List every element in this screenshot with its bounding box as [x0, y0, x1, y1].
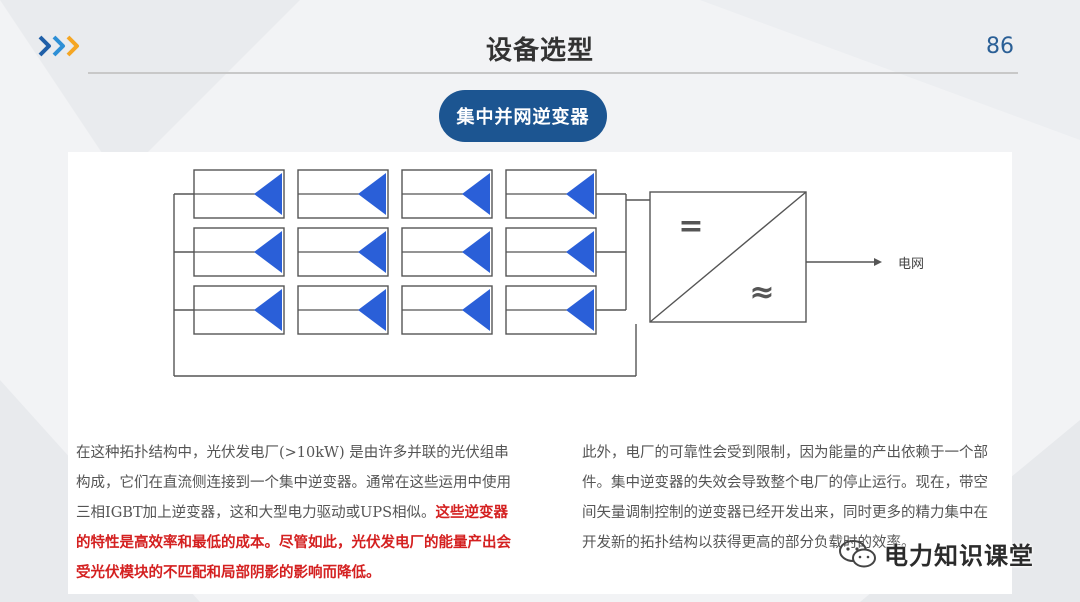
chevron-logo-icon: [38, 35, 79, 57]
dc-symbol: =: [678, 209, 703, 244]
section-label-pill: 集中并网逆变器: [439, 90, 607, 142]
pv-module: [401, 285, 493, 335]
right-paragraph: 此外，电厂的可靠性会受到限制，因为能量的产出依赖于一个部件。集中逆变器的失效会导…: [582, 445, 988, 551]
pv-cell-icon: [254, 289, 282, 331]
pv-cell-icon: [566, 231, 594, 273]
pv-cell-icon: [462, 173, 490, 215]
pv-module: [297, 169, 389, 219]
left-paragraph-highlight: 这些逆变器的特性是高效率和最低的成本。尽管如此，光伏发电厂的能量产出会受光伏模块…: [76, 504, 511, 581]
pv-cell-icon: [462, 289, 490, 331]
grid-label: 电网: [898, 257, 924, 272]
page-number: 86: [986, 34, 1014, 59]
pv-cell-icon: [358, 289, 386, 331]
watermark-text: 电力知识课堂: [884, 542, 1034, 570]
pv-cell-icon: [254, 173, 282, 215]
pv-module: [505, 227, 597, 277]
pv-module: [193, 285, 285, 335]
section-label: 集中并网逆变器: [456, 107, 590, 128]
content-card: = ≈ 电网 在这种拓扑结构中，光伏发电厂(>10kW) 是由许多并联的光伏组串…: [68, 152, 1012, 594]
wiring: [173, 193, 650, 377]
pv-cell-icon: [358, 231, 386, 273]
central-inverter-diagram: = ≈ 电网: [173, 169, 924, 377]
pv-module: [401, 227, 493, 277]
pv-module: [297, 227, 389, 277]
inverter-box: = ≈: [649, 191, 807, 323]
pv-cell-icon: [462, 231, 490, 273]
ac-symbol: ≈: [749, 275, 774, 310]
pv-module: [193, 227, 285, 277]
pv-cell-icon: [254, 231, 282, 273]
wechat-icon: [839, 539, 876, 567]
left-paragraph: 在这种拓扑结构中，光伏发电厂(>10kW) 是由许多并联的光伏组串构成，它们在直…: [76, 438, 516, 588]
pv-module: [505, 169, 597, 219]
watermark: 电力知识课堂: [838, 536, 1034, 571]
pv-cell-icon: [358, 173, 386, 215]
pv-cell-icon: [566, 289, 594, 331]
pv-module: [401, 169, 493, 219]
pv-module: [193, 169, 285, 219]
pv-module: [505, 285, 597, 335]
pv-array: [193, 169, 597, 335]
pv-cell-icon: [566, 173, 594, 215]
page-title: 设备选型: [485, 36, 594, 66]
left-paragraph-normal: 在这种拓扑结构中，光伏发电厂(>10kW) 是由许多并联的光伏组串构成，它们在直…: [76, 445, 511, 521]
grid-output-arrow: [806, 258, 882, 266]
title-divider: [88, 72, 1018, 74]
pv-module: [297, 285, 389, 335]
